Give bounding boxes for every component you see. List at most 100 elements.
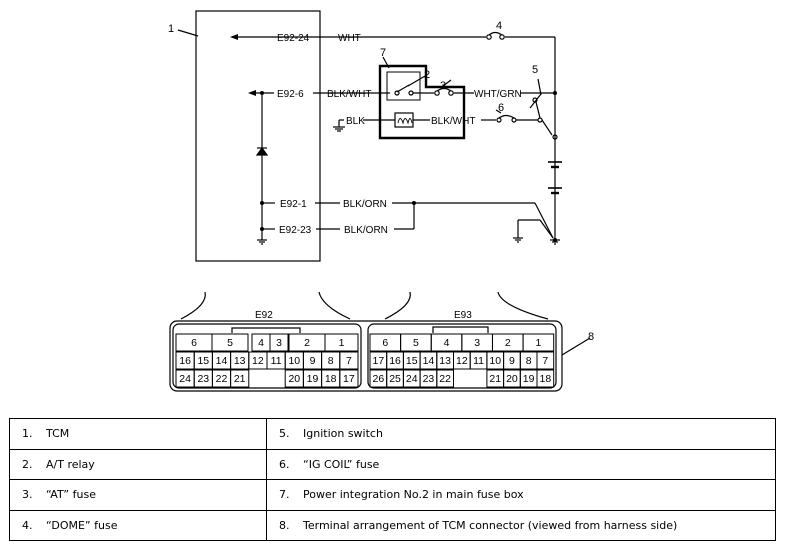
terminal-e92-6: E92-6 (277, 89, 304, 100)
diode-symbol (255, 146, 269, 156)
wire-blk-orn-1: BLK/ORN (343, 199, 387, 210)
legend-item: 1. TCM (9, 418, 267, 450)
e93-pin-cell (522, 333, 555, 352)
legend-item: 6. “IG COIL” fuse (266, 448, 776, 480)
e93-pin-25: 25 (389, 373, 401, 385)
e92-pin-cell (339, 369, 359, 388)
wire-blk-wht-relay: BLK/WHT (431, 116, 475, 127)
legend-text: TCM (46, 427, 70, 441)
e92-pin-3: 3 (276, 337, 282, 349)
e93-pin-5: 5 (413, 337, 419, 349)
e92-pin-16: 16 (179, 355, 191, 367)
e92-pin-8: 8 (328, 355, 334, 367)
e92-pin-23: 23 (197, 373, 209, 385)
legend-number: 6. (279, 457, 290, 471)
connector-e92 (172, 323, 362, 389)
connector-housing (169, 320, 563, 392)
e92-pin-cell (339, 351, 359, 370)
legend-text: Power integration No.2 in main fuse box (303, 488, 524, 502)
connector-e93-label: E93 (454, 310, 472, 321)
callout-dome-fuse: 4 (496, 20, 502, 32)
legend-text: A/T relay (46, 457, 95, 471)
terminal-e92-24: E92-24 (277, 33, 310, 44)
e93-pin-1: 1 (535, 337, 541, 349)
e92-pin-12: 12 (252, 355, 264, 367)
connector-e93 (367, 323, 557, 389)
e92-pin-11: 11 (271, 355, 282, 367)
e93-pin-20: 20 (506, 373, 518, 385)
e93-pin-8: 8 (526, 355, 532, 367)
e93-pin-17: 17 (373, 355, 385, 367)
legend-row: 2. A/T relay 6. “IG COIL” fuse (9, 448, 776, 480)
e93-pin-cell (436, 369, 454, 388)
tcm-box (195, 10, 321, 262)
e93-pin-2: 2 (505, 337, 511, 349)
callout-tcm: 1 (168, 23, 174, 35)
at-fuse (436, 87, 452, 92)
wire-blk-orn-23: BLK/ORN (344, 225, 388, 236)
e92-pin-10: 10 (288, 355, 300, 367)
e93-pin-11: 11 (473, 355, 484, 367)
legend-row: 1. TCM 5. Ignition switch (9, 418, 776, 450)
legend-item: 8.Terminal arrangement of TCM connector … (266, 509, 776, 541)
callout-ignition-switch: 5 (532, 64, 538, 76)
e93-pin-26: 26 (373, 373, 385, 385)
legend-text: “AT” fuse (46, 488, 96, 502)
legend-text: “IG COIL” fuse (303, 457, 380, 471)
e92-pin-5: 5 (227, 337, 233, 349)
terminal-e92-23: E92-23 (279, 225, 312, 236)
relay-coil (397, 118, 413, 125)
wire-blk-wht-tcm: BLK/WHT (327, 89, 371, 100)
e92-pin-cell (269, 333, 289, 352)
legend-number: 1. (22, 427, 33, 441)
wire-wht: WHT (338, 33, 361, 44)
e93-pin-cell (536, 351, 555, 370)
e92-pin-14: 14 (216, 355, 228, 367)
e92-pin-6: 6 (191, 337, 197, 349)
e93-pin-9: 9 (509, 355, 515, 367)
leader-1 (177, 29, 199, 37)
callout-power-integration: 7 (380, 47, 386, 59)
e93-pin-cell (536, 369, 555, 388)
legend-item: 4.“DOME” fuse (9, 509, 267, 541)
legend-text: Ignition switch (303, 427, 383, 441)
e92-pin-4: 4 (258, 337, 264, 349)
e93-pin-14: 14 (423, 355, 435, 367)
ig-coil-fuse (498, 114, 515, 119)
ignition-switch (529, 93, 542, 109)
e92-pin-22: 22 (216, 373, 228, 385)
e92-pin-21: 21 (234, 373, 246, 385)
callout-ig-coil-fuse: 6 (498, 102, 504, 114)
e92-pin-13: 13 (234, 355, 246, 367)
e92-pin-17: 17 (343, 373, 355, 385)
e92-pin-cell (230, 369, 250, 388)
e92-pin-24: 24 (179, 373, 191, 385)
legend-item: 5. Ignition switch (266, 418, 776, 450)
e92-pin-2: 2 (304, 337, 310, 349)
legend-number: 5. (279, 427, 290, 441)
e93-pin-3: 3 (474, 337, 480, 349)
connector-e92-label: E92 (255, 310, 273, 321)
legend-item: 3.“AT” fuse (9, 479, 267, 511)
callout-connector: 8 (588, 331, 594, 343)
e93-pin-7: 7 (542, 355, 548, 367)
e93-pin-16: 16 (389, 355, 401, 367)
e93-pin-15: 15 (406, 355, 418, 367)
legend-number: 2. (22, 457, 33, 471)
e93-pin-10: 10 (489, 355, 501, 367)
e92-pin-7: 7 (346, 355, 352, 367)
power-integration-box (378, 64, 466, 140)
e92-pin-cell (211, 333, 249, 352)
callout-at-relay: 2 (424, 69, 430, 81)
legend-table: 1. TCM 5. Ignition switch 2. A/T relay 6. “IG C… (9, 418, 776, 541)
e93-pin-18: 18 (540, 373, 552, 385)
legend-number: 7. (279, 488, 290, 502)
legend-text: Terminal arrangement of TCM connector (v… (303, 518, 678, 532)
e92-pin-15: 15 (197, 355, 209, 367)
dome-fuse (488, 31, 503, 36)
e93-pin-21: 21 (489, 373, 501, 385)
e92-pin-cell (324, 333, 359, 352)
callout-at-fuse: 3 (440, 80, 446, 92)
legend-text: “DOME” fuse (46, 518, 118, 532)
